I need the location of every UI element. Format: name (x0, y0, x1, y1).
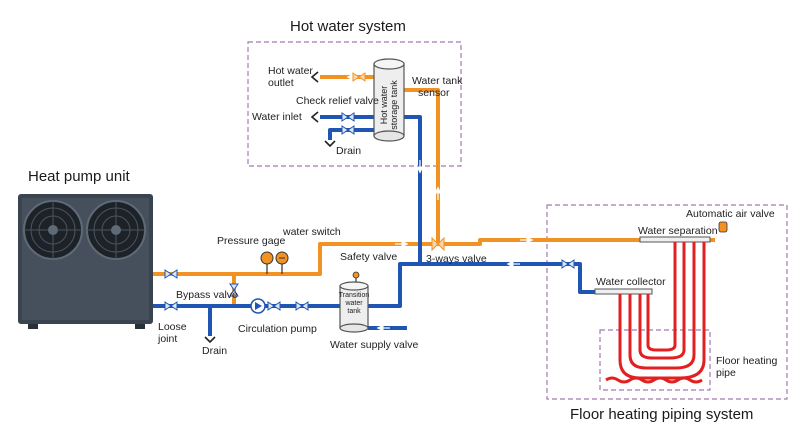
cold-water-pipes (153, 115, 602, 336)
pipe-ends (204, 71, 336, 344)
tank-sensor-label-2: sensor (418, 87, 450, 99)
pressure-gage (260, 251, 274, 274)
circulation-pump (250, 298, 266, 314)
fan-right (86, 200, 146, 260)
transition-tank-line2: water tank (345, 300, 363, 315)
drain-top-label: Drain (336, 145, 362, 157)
check-relief-valve-label: Check relief valve (296, 95, 379, 107)
drain-bottom-label: Drain (202, 345, 228, 357)
transition-water-tank (339, 281, 369, 333)
water-separation-manifold (639, 236, 711, 243)
floor-heating-system-title: Floor heating piping system (570, 406, 754, 423)
water-switch-label: water switch (283, 226, 341, 238)
hot-water-storage-tank (373, 58, 405, 142)
hot-water-pipes (153, 75, 715, 306)
hot-water-outlet-label-1: Hot water (268, 65, 313, 77)
water-supply-valve-label: Water supply valve (330, 339, 419, 351)
three-ways-valve-label: 3-ways valve (426, 253, 487, 265)
transition-tank-line1: Transition (338, 292, 370, 299)
valves (164, 72, 575, 311)
tank-label-line1: Hot water (379, 85, 389, 125)
heat-pump-unit (18, 194, 153, 329)
fan-left (23, 200, 83, 260)
tank-sensor-label-1: Water tank (412, 75, 463, 87)
loose-joint-label-2: joint (158, 333, 178, 345)
circulation-pump-label: Circulation pump (238, 323, 317, 335)
hot-water-tank-label: Hot water storage tank (379, 80, 399, 130)
tank-label-line2: storage tank (389, 80, 399, 130)
floor-heating-pipe (605, 242, 706, 384)
pressure-gage-label: Pressure gage (217, 235, 286, 247)
floor-heating-pipe-label-1: Floor heating (716, 355, 778, 367)
bypass-valve-label: Bypass valve (176, 289, 238, 301)
loose-joint-label-1: Loose (158, 321, 187, 333)
automatic-air-valve (718, 221, 728, 233)
water-collector-label: Water collector (596, 276, 666, 288)
transition-tank-label: Transition water tank (338, 292, 370, 316)
safety-valve-label: Safety valve (340, 251, 398, 263)
heat-pump-unit-title: Heat pump unit (28, 168, 130, 185)
water-inlet-label: Water inlet (252, 111, 302, 123)
hot-water-outlet-label-2: outlet (268, 77, 294, 89)
floor-heating-system-boundary (546, 204, 788, 400)
water-collector-manifold (594, 288, 653, 295)
hot-water-system-title: Hot water system (290, 18, 406, 35)
floor-heating-pipe-label-2: pipe (716, 367, 736, 379)
water-separation-label: Water separation (638, 225, 718, 237)
hot-water-system-boundary (247, 41, 462, 167)
water-switch (275, 251, 289, 274)
automatic-air-valve-label: Automatic air valve (686, 208, 775, 220)
floor-loop-boundary (599, 329, 711, 391)
